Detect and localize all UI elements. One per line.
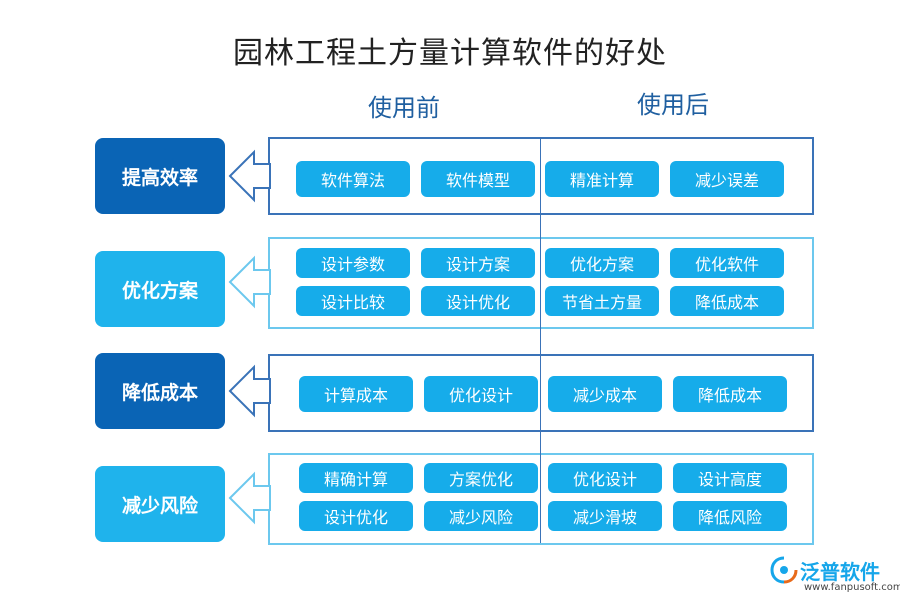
pill-before-2: 优化设计: [424, 376, 538, 412]
row-label-risk: 减少风险: [95, 466, 225, 542]
pill-before-2: 软件模型: [421, 161, 535, 197]
diagram-title: 园林工程土方量计算软件的好处: [233, 36, 667, 71]
logo-url: www.fanpusoft.com: [804, 582, 900, 593]
pill-after-1: 优化方案: [545, 248, 659, 278]
pill-before-2: 方案优化: [424, 463, 538, 493]
pill-after-1: 精准计算: [545, 161, 659, 197]
arrow-left-icon: [228, 364, 271, 418]
pill-after-1: 优化设计: [548, 463, 662, 493]
pill-after-3: 减少滑坡: [548, 501, 662, 531]
row-label-optimize: 优化方案: [95, 251, 225, 327]
pill-before-1: 软件算法: [296, 161, 410, 197]
brand-logo: 泛普软件 www.fanpusoft.com: [770, 556, 900, 596]
pill-before-3: 设计比较: [296, 286, 410, 316]
pill-after-2: 减少误差: [670, 161, 784, 197]
arrow-left-icon: [228, 149, 271, 203]
pill-after-4: 降低风险: [673, 501, 787, 531]
pill-before-1: 计算成本: [299, 376, 413, 412]
fanpu-logo-icon: [770, 556, 798, 584]
pill-before-4: 设计优化: [421, 286, 535, 316]
column-header-after: 使用后: [637, 91, 709, 119]
pill-after-4: 降低成本: [670, 286, 784, 316]
arrow-left-icon: [228, 255, 271, 309]
pill-after-1: 减少成本: [548, 376, 662, 412]
column-header-before: 使用前: [368, 94, 440, 122]
pill-before-2: 设计方案: [421, 248, 535, 278]
pill-before-4: 减少风险: [424, 501, 538, 531]
pill-after-2: 设计高度: [673, 463, 787, 493]
pill-before-1: 设计参数: [296, 248, 410, 278]
pill-before-1: 精确计算: [299, 463, 413, 493]
pill-after-2: 优化软件: [670, 248, 784, 278]
logo-name: 泛普软件: [800, 560, 880, 584]
before-after-divider: [540, 137, 541, 543]
pill-before-3: 设计优化: [299, 501, 413, 531]
arrow-left-icon: [228, 471, 271, 525]
row-label-efficiency: 提高效率: [95, 138, 225, 214]
pill-after-2: 降低成本: [673, 376, 787, 412]
row-label-cost: 降低成本: [95, 353, 225, 429]
pill-after-3: 节省土方量: [545, 286, 659, 316]
